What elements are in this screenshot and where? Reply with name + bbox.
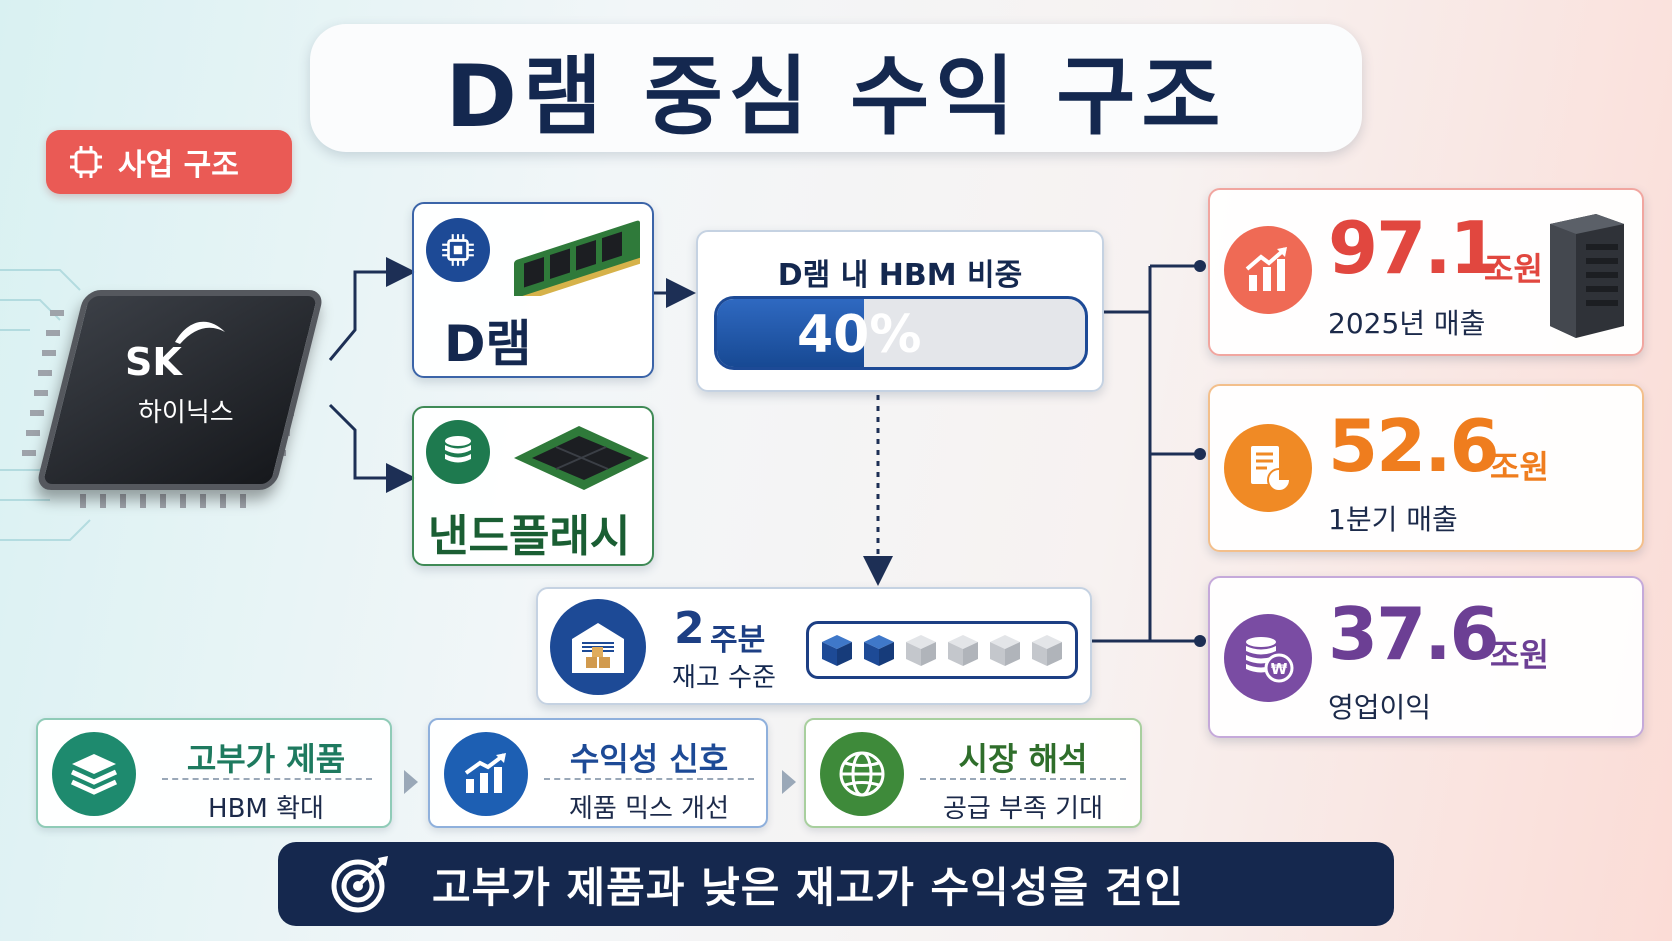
inventory-cube-empty <box>906 635 936 666</box>
stat-value: 52.6 <box>1328 404 1500 488</box>
title-box: D램 중심 수익 구조 <box>310 24 1362 152</box>
nand-card: 낸드플래시 <box>412 406 654 566</box>
inventory-card: 2 주분 재고 수준 <box>536 587 1092 705</box>
chip-company-name: 하이닉스 <box>138 398 234 428</box>
step-market-interpretation: 시장 해석 공급 부족 기대 <box>804 718 1142 828</box>
step-high-value-product: 고부가 제품 HBM 확대 <box>36 718 392 828</box>
warehouse-icon <box>550 599 646 695</box>
growth-chart-icon <box>444 732 528 816</box>
globe-icon <box>820 732 904 816</box>
hbm-progress-fill <box>717 299 865 367</box>
sk-logo-icon <box>175 321 225 344</box>
inventory-cube-filled <box>864 635 894 666</box>
dram-label: D램 <box>444 315 532 373</box>
inventory-cube-track <box>806 621 1078 679</box>
summary-banner-text: 고부가 제품과 낮은 재고가 수익성을 견인 <box>432 862 1184 912</box>
inventory-cube-empty <box>1032 635 1062 666</box>
inventory-cube-empty <box>990 635 1020 666</box>
report-icon <box>1224 424 1312 512</box>
chip-logo-mark: SK <box>125 340 182 384</box>
nand-chip-icon <box>514 426 649 490</box>
server-icon <box>1550 214 1624 338</box>
business-structure-label: 사업 구조 <box>118 148 239 183</box>
svg-text:₩: ₩ <box>1271 660 1288 678</box>
step-divider <box>544 778 754 780</box>
step-title: 고부가 제품 <box>186 740 346 778</box>
hbm-share-label: D램 내 HBM 비중 <box>777 258 1023 293</box>
stat-value: 37.6 <box>1328 592 1500 676</box>
stat-label: 영업이익 <box>1328 691 1432 724</box>
step-subtitle: 공급 부족 기대 <box>942 794 1104 824</box>
hbm-progress-bar: 40% <box>714 296 1088 370</box>
hbm-share-card: D램 내 HBM 비중 40% <box>696 230 1104 392</box>
bar-chart-up-icon <box>1224 226 1312 314</box>
nand-label: 낸드플래시 <box>428 511 631 562</box>
chip-icon <box>426 218 490 282</box>
step-title: 수익성 신호 <box>569 740 729 778</box>
stat-card-revenue-q1: 52.6 조원 1분기 매출 <box>1208 384 1644 552</box>
stat-label: 1분기 매출 <box>1328 503 1458 536</box>
chip-icon <box>70 146 102 178</box>
hbm-share-value: 40% <box>797 305 922 365</box>
target-icon <box>331 856 388 913</box>
step-profitability-signal: 수익성 신호 제품 믹스 개선 <box>428 718 768 828</box>
step-subtitle: 제품 믹스 개선 <box>568 794 730 824</box>
dram-module-icon <box>514 220 640 296</box>
step-subtitle: HBM 확대 <box>208 794 324 824</box>
step-divider <box>162 778 372 780</box>
step-divider <box>920 778 1126 780</box>
inventory-weeks-number: 2 <box>674 603 705 654</box>
inventory-cube-empty <box>948 635 978 666</box>
dram-card: D램 <box>412 202 654 378</box>
inventory-weeks-unit: 주분 <box>710 623 766 658</box>
coin-stack-icon: ₩ <box>1224 614 1312 702</box>
inventory-level-label: 재고 수준 <box>672 663 776 693</box>
stat-unit: 조원 <box>1490 636 1549 674</box>
inventory-cube-filled <box>822 635 852 666</box>
stat-unit: 조원 <box>1490 448 1549 486</box>
stat-label: 2025년 매출 <box>1328 307 1486 340</box>
business-structure-tag: 사업 구조 <box>46 130 292 194</box>
stat-card-operating-profit: ₩ 37.6 조원 영업이익 <box>1208 576 1644 738</box>
stat-card-revenue-2025: 97.1 조원 2025년 매출 <box>1208 188 1644 356</box>
page-title: D램 중심 수익 구조 <box>445 46 1227 147</box>
sk-hynix-chip: SK 하이닉스 <box>20 270 340 510</box>
step-title: 시장 해석 <box>958 740 1088 778</box>
stat-unit: 조원 <box>1484 250 1543 288</box>
layers-icon <box>52 732 136 816</box>
database-icon <box>426 420 490 484</box>
stat-value: 97.1 <box>1328 206 1500 290</box>
summary-banner: 고부가 제품과 낮은 재고가 수익성을 견인 <box>278 842 1394 926</box>
